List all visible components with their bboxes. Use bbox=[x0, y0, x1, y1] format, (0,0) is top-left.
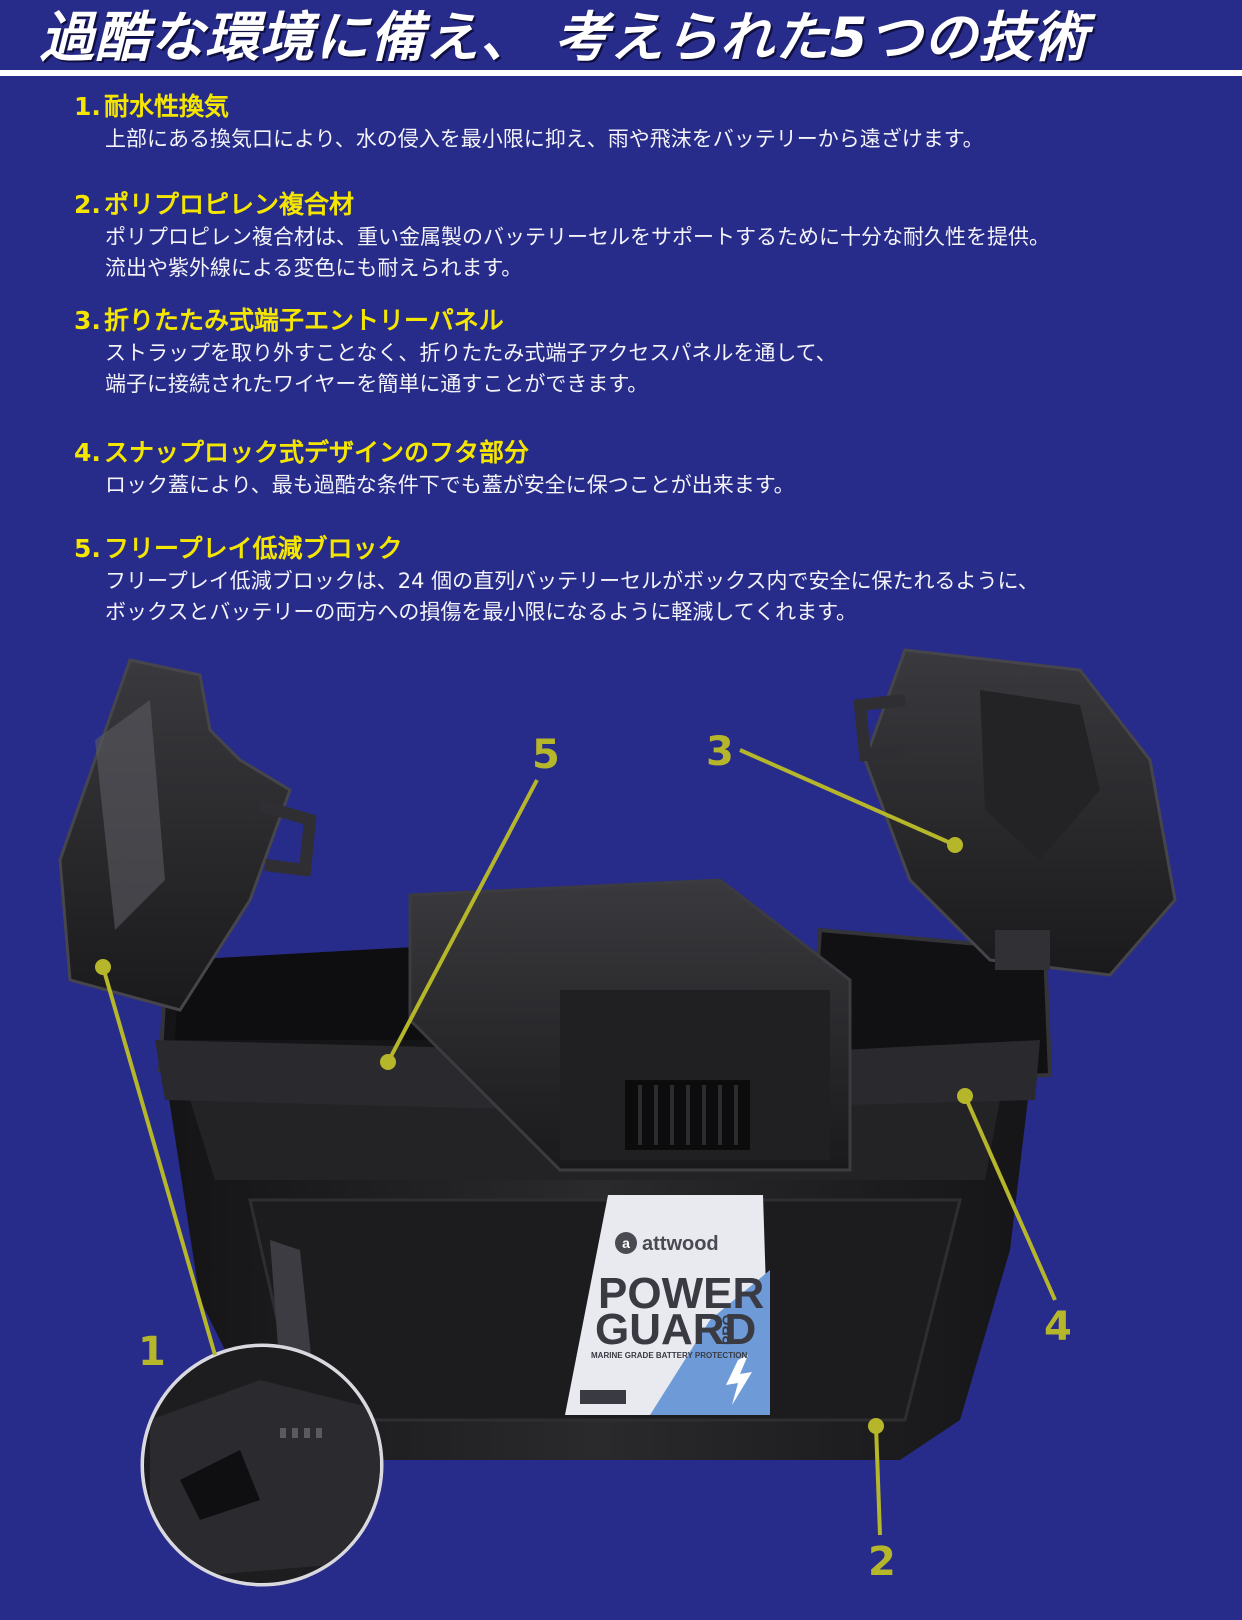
feature-description: 上部にある換気口により、水の侵入を最小限に抑え、雨や飛沫をバッテリーから遠ざけま… bbox=[74, 124, 1214, 155]
callout-leaders bbox=[101, 748, 1057, 1536]
callout-number-4: 4 bbox=[1044, 1304, 1072, 1350]
feature-item: 4.スナップロック式デザインのフタ部分 ロック蓋により、最も過酷な条件下でも蓋が… bbox=[74, 436, 1214, 501]
feature-number: 3. bbox=[74, 306, 101, 335]
feature-description: フリープレイ低減ブロックは、24 個の直列バッテリーセルがボックス内で安全に保た… bbox=[74, 566, 1214, 628]
callout-number-2: 2 bbox=[868, 1539, 896, 1585]
feature-description-line: 上部にある換気口により、水の侵入を最小限に抑え、雨や飛沫をバッテリーから遠ざけま… bbox=[105, 127, 984, 151]
feature-item: 3.折りたたみ式端子エントリーパネル ストラップを取り外すことなく、折りたたみ式… bbox=[74, 304, 1214, 400]
callout-number-1: 1 bbox=[138, 1329, 166, 1375]
feature-description: ポリプロピレン複合材は、重い金属製のバッテリーセルをサポートするために十分な耐久… bbox=[74, 222, 1214, 284]
feature-description-line: 端子に接続されたワイヤーを簡単に通すことができます。 bbox=[105, 372, 649, 396]
feature-description-line: ボックスとバッテリーの両方への損傷を最小限になるように軽減してくれます。 bbox=[105, 600, 858, 624]
feature-number: 4. bbox=[74, 438, 101, 467]
feature-description: ストラップを取り外すことなく、折りたたみ式端子アクセスパネルを通して、 端子に接… bbox=[74, 338, 1214, 400]
callout-number-3: 3 bbox=[706, 729, 734, 775]
feature-description: ロック蓋により、最も過酷な条件下でも蓋が安全に保つことが出来ます。 bbox=[74, 470, 1214, 501]
feature-title: 3.折りたたみ式端子エントリーパネル bbox=[74, 304, 1214, 338]
feature-title: 2.ポリプロピレン複合材 bbox=[74, 188, 1214, 222]
feature-description-line: ロック蓋により、最も過酷な条件下でも蓋が安全に保つことが出来ます。 bbox=[105, 473, 795, 497]
product-tagline: MARINE GRADE BATTERY PROTECTION bbox=[591, 1351, 748, 1360]
feature-item: 5.フリープレイ低減ブロック フリープレイ低減ブロックは、24 個の直列バッテリ… bbox=[74, 532, 1214, 628]
feature-title: 5.フリープレイ低減ブロック bbox=[74, 532, 1214, 566]
product-name-line2: GUARD bbox=[595, 1305, 756, 1354]
feature-number: 5. bbox=[74, 534, 101, 563]
brand-name: attwood bbox=[642, 1233, 719, 1255]
feature-title-text: フリープレイ低減ブロック bbox=[104, 534, 403, 563]
callout-dot bbox=[947, 837, 963, 853]
callout-dots bbox=[95, 837, 973, 1434]
feature-title-text: ポリプロピレン複合材 bbox=[104, 190, 355, 219]
feature-title: 4.スナップロック式デザインのフタ部分 bbox=[74, 436, 1214, 470]
feature-description-line: 流出や紫外線による変色にも耐えられます。 bbox=[105, 256, 523, 280]
feature-number: 1. bbox=[74, 92, 101, 121]
feature-title-text: スナップロック式デザインのフタ部分 bbox=[104, 438, 530, 467]
brand-mark: a bbox=[622, 1235, 630, 1251]
header-underline bbox=[0, 70, 1242, 76]
callout-dot bbox=[868, 1418, 884, 1434]
feature-title-text: 耐水性換気 bbox=[104, 92, 230, 121]
battery-box-image: a attwood POWER GUARD PRO MARINE GRADE B… bbox=[58, 648, 1177, 1587]
left-lid bbox=[58, 658, 317, 1012]
feature-description-line: フリープレイ低減ブロックは、24 個の直列バッテリーセルがボックス内で安全に保た… bbox=[105, 569, 1039, 593]
product-label: a attwood POWER GUARD PRO MARINE GRADE B… bbox=[565, 1195, 770, 1415]
page-header: 過酷な環境に備え、 考えられた5つの技術 bbox=[0, 0, 1242, 76]
page-title: 過酷な環境に備え、 考えられた5つの技術 bbox=[40, 6, 1089, 69]
callout-dot bbox=[957, 1088, 973, 1104]
right-lid bbox=[853, 648, 1177, 977]
product-name-line1: POWER bbox=[598, 1269, 764, 1318]
feature-item: 1.耐水性換気 上部にある換気口により、水の侵入を最小限に抑え、雨や飛沫をバッテ… bbox=[74, 90, 1214, 155]
product-illustration: a attwood POWER GUARD PRO MARINE GRADE B… bbox=[0, 630, 1242, 1620]
callout-dot bbox=[380, 1054, 396, 1070]
feature-description-line: ポリプロピレン複合材は、重い金属製のバッテリーセルをサポートするために十分な耐久… bbox=[105, 225, 1050, 249]
callout-dot bbox=[95, 959, 111, 975]
detail-inset bbox=[140, 1343, 384, 1587]
feature-description-line: ストラップを取り外すことなく、折りたたみ式端子アクセスパネルを通して、 bbox=[105, 341, 837, 365]
center-block bbox=[408, 878, 852, 1172]
product-name-suffix: PRO bbox=[719, 1315, 735, 1345]
feature-title-text: 折りたたみ式端子エントリーパネル bbox=[104, 306, 504, 335]
feature-item: 2.ポリプロピレン複合材 ポリプロピレン複合材は、重い金属製のバッテリーセルをサ… bbox=[74, 188, 1214, 284]
feature-number: 2. bbox=[74, 190, 101, 219]
feature-title: 1.耐水性換気 bbox=[74, 90, 1214, 124]
callout-number-5: 5 bbox=[532, 732, 560, 778]
